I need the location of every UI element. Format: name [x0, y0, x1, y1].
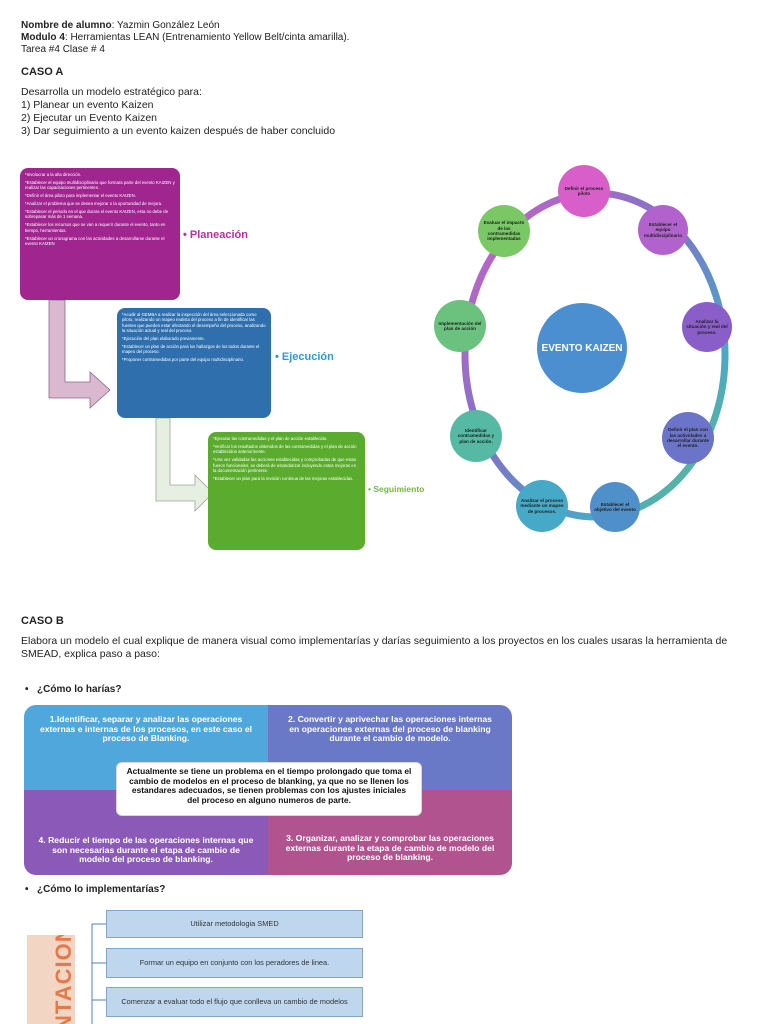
implementation-side-label-bg [27, 935, 75, 1024]
ejecucion-line: *Establecer un plan de acción para los h… [122, 344, 260, 355]
phase-arrows [48, 299, 214, 512]
implementation-step: Utilizar metodologia SMED [106, 910, 363, 938]
question-como-lo-harias: • ¿Cómo lo harías? [25, 684, 122, 695]
planeacion-line: *Establecer los recursos que se van a re… [25, 222, 166, 233]
planeacion-line: *Establecer el periodo en el que durara … [25, 209, 169, 220]
planeacion-line: *Definir el área piloto para implementar… [25, 193, 137, 199]
seguimiento-label: • Seguimiento [368, 484, 425, 494]
implementation-connectors [91, 923, 106, 1024]
seguimiento-box: *Ejecutar las contramedidas y el plan de… [208, 432, 365, 550]
smed-matrix: 1.Identificar, separar y analizar las op… [24, 705, 512, 875]
caso-b-title: CASO B [21, 615, 64, 627]
planeacion-label: • Planeación [183, 229, 248, 241]
kaizen-phases-diagram: *Involucrar a la alta dirección. *Establ… [15, 160, 435, 555]
cycle-node: Analizar la situación y real del proceso… [682, 302, 732, 352]
task-line: Tarea #4 Clase # 4 [21, 44, 105, 55]
ejecucion-line: *Proponer contramedidas por parte del eq… [122, 357, 245, 363]
seguimiento-line: *Establecer un plan para la revisión con… [213, 475, 354, 481]
cycle-node: Establecer el objetivo del evento [590, 482, 640, 532]
planeacion-line: *Involucrar a la alta dirección. [25, 172, 82, 177]
module-label: Modulo 4 [21, 32, 65, 43]
bullet-icon: • [25, 684, 29, 695]
ejecucion-box: *Acudir al GEMBA a realizar la inspecció… [117, 308, 271, 418]
planeacion-line: *Analizar el problema que se desea mejor… [25, 201, 163, 207]
ejecucion-label: • Ejecución [275, 351, 334, 363]
cycle-node: Definir el proceso piloto [558, 165, 610, 217]
implementation-step: Comenzar a evaluar todo el flujo que con… [106, 987, 363, 1017]
cycle-node: Analizar el proceso mediante un mapeo de… [516, 480, 568, 532]
arrow-planeacion-ejecucion [48, 299, 111, 409]
module-name: : Herramientas LEAN (Entrenamiento Yello… [64, 32, 350, 43]
caso-a-item: 2) Ejecutar un Evento Kaizen [21, 112, 157, 124]
cycle-node: Implementación del plan de acción [434, 300, 486, 352]
cycle-center: EVENTO KAIZEN [537, 303, 627, 393]
planeacion-box: *Involucrar a la alta dirección. *Establ… [20, 168, 180, 300]
caso-a-item: 1) Planear un evento Kaizen [21, 99, 154, 111]
implementation-step: Formar un equipo en conjunto con los per… [106, 948, 363, 978]
cycle-node: Establecer el equipo multidisciplinario [638, 205, 688, 255]
cycle-node: Evaluar el impacto de las contramedidas … [478, 205, 530, 257]
seguimiento-line: *Verificar los resultados obtenidos de l… [213, 443, 357, 455]
smed-problem-statement: Actualmente se tiene un problema en el t… [116, 762, 422, 816]
bullet-icon: • [25, 884, 29, 895]
planeacion-line: *Establecer el equipo multidisciplinario… [25, 179, 175, 191]
question-text: ¿Cómo lo implementarías? [37, 884, 166, 895]
caso-a-intro: Desarrolla un modelo estratégico para: [21, 86, 202, 98]
arrow-ejecucion-seguimiento [155, 417, 214, 512]
module-line: Modulo 4: Herramientas LEAN (Entrenamien… [21, 32, 349, 44]
ejecucion-line: *Ejecución del plan elaborado previament… [122, 336, 205, 342]
question-como-lo-implementarias: • ¿Cómo lo implementarías? [25, 884, 166, 895]
student-name: : Yazmin González León [111, 20, 220, 31]
caso-b-intro: Elabora un modelo el cual explique de ma… [21, 635, 728, 660]
caso-a-title: CASO A [21, 66, 64, 78]
question-text: ¿Cómo lo harías? [37, 684, 122, 695]
seguimiento-line: *Una vez validadas las acciones establec… [213, 457, 357, 474]
cycle-node: Identificar contramedidas y plan de acci… [450, 410, 502, 462]
smed-quadrant-4: 4. Reducir el tiempo de las operaciones … [24, 790, 268, 875]
planeacion-line: *Establecer un cronograma con las activi… [25, 235, 165, 247]
caso-a-item: 3) Dar seguimiento a un evento kaizen de… [21, 125, 336, 137]
kaizen-cycle-diagram: EVENTO KAIZEN Definir el proceso piloto … [430, 160, 760, 560]
seguimiento-line: *Ejecutar las contramedidas y el plan de… [213, 436, 328, 441]
cycle-node: Definir el plan con las actividades a de… [662, 412, 714, 464]
student-label: Nombre de alumno [21, 20, 112, 31]
student-line: Nombre de alumno: Yazmin González León [21, 20, 220, 32]
ejecucion-line: *Acudir al GEMBA a realizar la inspecció… [122, 312, 266, 334]
